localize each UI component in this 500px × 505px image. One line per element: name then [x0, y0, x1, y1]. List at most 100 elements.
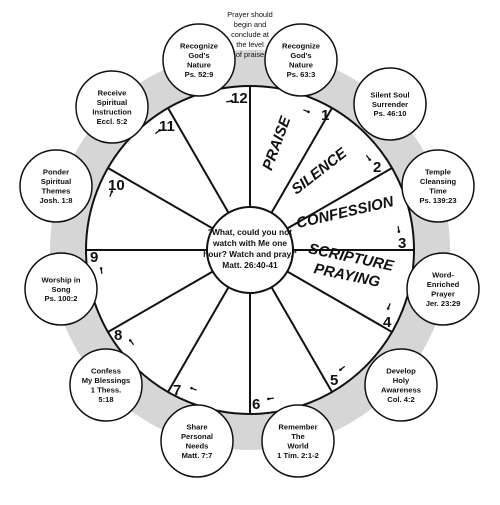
- bubble-text-line: Remember: [278, 423, 317, 432]
- clock-numbers: 1 2 3 4 5 6 7 8 9 10 11 12: [90, 90, 406, 413]
- bubble-text-line: Develop: [386, 367, 416, 376]
- number-6: 6: [252, 396, 260, 413]
- center-quote-line-3: hour? Watch and pray.": [203, 249, 297, 259]
- tick-arrowhead-10: [110, 190, 114, 193]
- tick-arrowhead-4: [386, 307, 390, 310]
- number-5: 5: [330, 372, 338, 389]
- spoke-5: [286, 270, 393, 333]
- bubble-text-line: Recognize: [282, 42, 320, 51]
- bubble-text-line: Ps. 46:10: [374, 109, 407, 118]
- bubble-text-line: Cleansing: [420, 177, 457, 186]
- tick-arrow-3: [397, 226, 400, 232]
- clock-spokes: [86, 86, 414, 414]
- bubble-text-line: Prayer: [431, 290, 455, 299]
- tick-arrowhead-12: [230, 99, 233, 103]
- tick-arrow-12: [226, 100, 232, 103]
- tick-arrowhead-8: [128, 339, 132, 342]
- bubble-text-line: Col. 4:2: [387, 395, 414, 404]
- number-12: 12: [231, 90, 248, 107]
- center-quote-line-4: Matt. 26:40-41: [222, 260, 278, 270]
- bubble-text-line: Awareness: [381, 386, 421, 395]
- bubble-circle: [160, 404, 234, 478]
- center-circle: [206, 206, 294, 294]
- bubble-text-line: Ps. 139:23: [419, 196, 456, 205]
- bubble-circle: [353, 67, 427, 141]
- tick-arrow-7: [191, 387, 197, 391]
- bubble-text-line: Jer. 23:29: [426, 299, 461, 308]
- spoke-11: [107, 167, 214, 230]
- bubble-circle: [401, 149, 475, 223]
- tick-arrow-8: [130, 340, 135, 346]
- spoke-3: [286, 167, 393, 230]
- bubble-text-line: Nature: [187, 61, 211, 70]
- bubble-text-line: Nature: [289, 61, 313, 70]
- bubble-text-line: Receive: [98, 89, 127, 98]
- tick-arrowhead-5: [339, 368, 342, 372]
- bubble-text-line: Holy: [393, 376, 410, 385]
- bubble-text-line: 5:18: [98, 395, 113, 404]
- bubble-text-line: Confess: [91, 367, 121, 376]
- bubble-text-line: My Blessings: [82, 376, 131, 385]
- bubble-text-line: 1 Thess.: [91, 386, 121, 395]
- number-10: 10: [108, 177, 125, 194]
- number-1: 1: [321, 107, 329, 124]
- bubble-text-line: Spiritual: [97, 98, 127, 107]
- bubble-circle: [364, 348, 438, 422]
- number-7: 7: [173, 382, 181, 399]
- bubble-text-line: Recognize: [180, 42, 218, 51]
- bubble-circle: [69, 348, 143, 422]
- note-line-3: conclude at: [231, 30, 269, 39]
- bubble-text-line: Enriched: [427, 280, 460, 289]
- tick-arrow-9: [100, 268, 103, 274]
- tick-arrowhead-9: [99, 267, 103, 270]
- bubble-text-line: 1 Tim. 2:1-2: [277, 451, 319, 460]
- spoke-8: [167, 286, 230, 393]
- note-line-2: begin and: [234, 20, 266, 29]
- tick-arrowhead-2: [368, 158, 372, 161]
- bubble-circle: [162, 23, 236, 97]
- note-line-4: the level: [236, 40, 264, 49]
- bubble-text-line: The: [291, 432, 305, 441]
- bubble-circle: [19, 149, 93, 223]
- bubble-text-line: World: [287, 442, 309, 451]
- tick-arrow-1: [303, 109, 309, 113]
- center-quote-line-1: "What, could you not: [208, 227, 292, 237]
- center-quote: "What, could you not watch with Me one h…: [203, 227, 297, 270]
- bubble-text-line: Ps. 100:2: [45, 294, 78, 303]
- number-3: 3: [398, 235, 406, 252]
- bubble-circle: [75, 70, 149, 144]
- bubble-text-line: Temple: [425, 168, 451, 177]
- bubble-text-line: Word-: [432, 271, 454, 280]
- number-11: 11: [159, 118, 175, 135]
- bubble-text-line: Share: [186, 423, 207, 432]
- tick-arrowhead-3: [397, 230, 401, 233]
- tick-arrowhead-7: [190, 386, 193, 390]
- bubble-text-line: Ps. 63:3: [287, 70, 316, 79]
- number-9: 9: [90, 249, 98, 266]
- tick-arrowhead-6: [267, 397, 270, 401]
- bubble-text-line: Ponder: [43, 168, 69, 177]
- clock-tick-arrows: [99, 99, 401, 401]
- bubble-text-line: Josh. 1:8: [40, 196, 73, 205]
- bubble-text-line: God's: [290, 51, 311, 60]
- bubble-circle: [406, 252, 480, 326]
- bubble-text-line: Song: [52, 285, 71, 294]
- number-8: 8: [114, 327, 122, 344]
- bubble-text-line: Needs: [186, 442, 209, 451]
- bubble-text-line: Worship in: [41, 275, 80, 284]
- bubble-text-line: Matt. 7:7: [182, 451, 213, 460]
- tick-arrow-10: [109, 191, 113, 197]
- bubble-circle: [264, 23, 338, 97]
